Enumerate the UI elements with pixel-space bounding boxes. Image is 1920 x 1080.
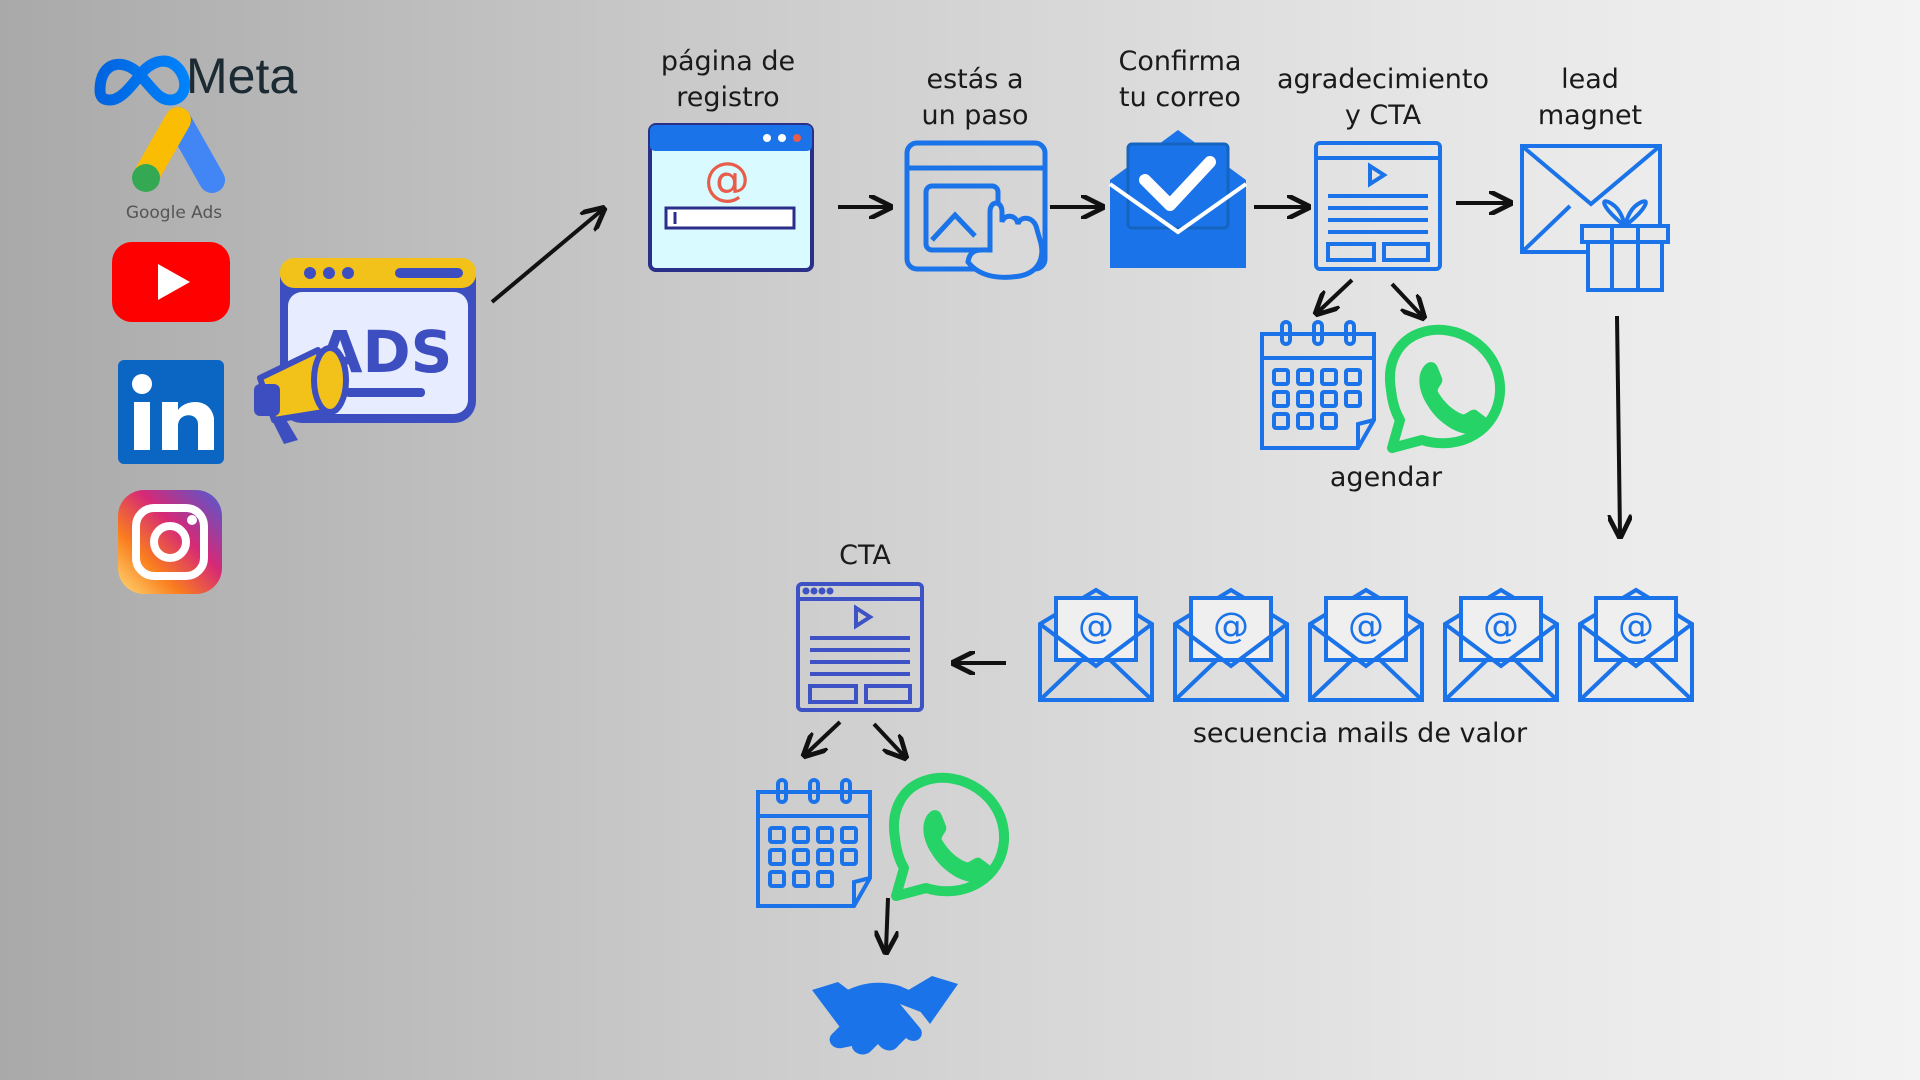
label-secuencia: secuencia mails de valor [1150, 716, 1570, 752]
cta-page-icon [796, 582, 924, 712]
mail-at-icon: @ [1213, 606, 1249, 647]
label-paso-line2: un paso [921, 100, 1029, 131]
calendar-icon [1260, 320, 1376, 450]
arrow-to-deal [886, 897, 888, 950]
google-ads-text: Google Ads [126, 203, 222, 223]
mail-at-icon: @ [1483, 606, 1519, 647]
label-agendar-text: agendar [1329, 462, 1443, 493]
handshake-icon [812, 976, 958, 1055]
label-agendar: agendar [1286, 460, 1486, 496]
label-agradecimiento: agradecimiento y CTA [1268, 62, 1498, 134]
label-cta: CTA [810, 538, 920, 574]
label-lead-line1: lead [1561, 64, 1619, 95]
at-symbol-icon: @ [704, 152, 750, 206]
meta-logo-text: Meta [186, 48, 297, 104]
label-confirma-line1: Confirma [1118, 46, 1242, 77]
confirm-email-icon [1108, 130, 1248, 268]
megaphone-icon [254, 345, 349, 444]
mail-envelope-icon: @ [1308, 587, 1424, 702]
arrow-ads-to-registro [490, 210, 602, 304]
arrow-agradecimiento-to-calendar [1318, 278, 1354, 312]
arrow-agradecimiento-to-whatsapp [1390, 282, 1422, 316]
meta-infinity-icon [94, 55, 191, 106]
label-confirma-line2: tu correo [1119, 82, 1241, 113]
lead-magnet-icon [1520, 144, 1670, 292]
label-agradecimiento-line2: y CTA [1344, 100, 1422, 131]
label-registro-line2: registro [676, 82, 780, 113]
meta-logo: Meta [94, 48, 297, 106]
mail-at-icon: @ [1078, 606, 1114, 647]
click-screen-icon [904, 140, 1048, 280]
label-registro-line1: página de [660, 46, 796, 77]
arrow-lead-to-secuencia [1617, 315, 1620, 534]
google-ads-logo: Google Ads [126, 107, 225, 223]
label-agradecimiento-line1: agradecimiento [1276, 64, 1490, 95]
mail-envelope-icon: @ [1578, 587, 1694, 702]
registro-page-icon: @ [648, 123, 814, 272]
instagram-icon [118, 490, 222, 594]
label-paso: estás a un paso [880, 62, 1070, 134]
arrow-cta-to-whatsapp [872, 722, 904, 756]
whatsapp-icon [1385, 324, 1506, 453]
mail-envelope-icon: @ [1038, 587, 1154, 702]
arrow-cta-to-calendar [806, 720, 842, 754]
whatsapp-icon-cta [889, 772, 1010, 901]
label-confirma: Confirma tu correo [1080, 44, 1280, 116]
mail-envelope-icon: @ [1173, 587, 1289, 702]
calendar-icon-cta [756, 778, 872, 908]
thankyou-page-icon [1314, 141, 1442, 271]
label-registro: página de registro [628, 44, 828, 116]
mail-envelope-icon: @ [1443, 587, 1559, 702]
label-cta-text: CTA [839, 540, 891, 571]
label-secuencia-text: secuencia mails de valor [1192, 718, 1528, 749]
label-lead: lead magnet [1500, 62, 1680, 134]
mail-sequence: @ @ @ @ @ [1038, 587, 1694, 702]
linkedin-icon [118, 360, 224, 464]
ads-badge: ADS [254, 258, 476, 444]
label-paso-line1: estás a [926, 64, 1024, 95]
mail-at-icon: @ [1348, 606, 1384, 647]
youtube-icon [112, 242, 230, 322]
mail-at-icon: @ [1618, 606, 1654, 647]
label-lead-line2: magnet [1537, 100, 1643, 131]
